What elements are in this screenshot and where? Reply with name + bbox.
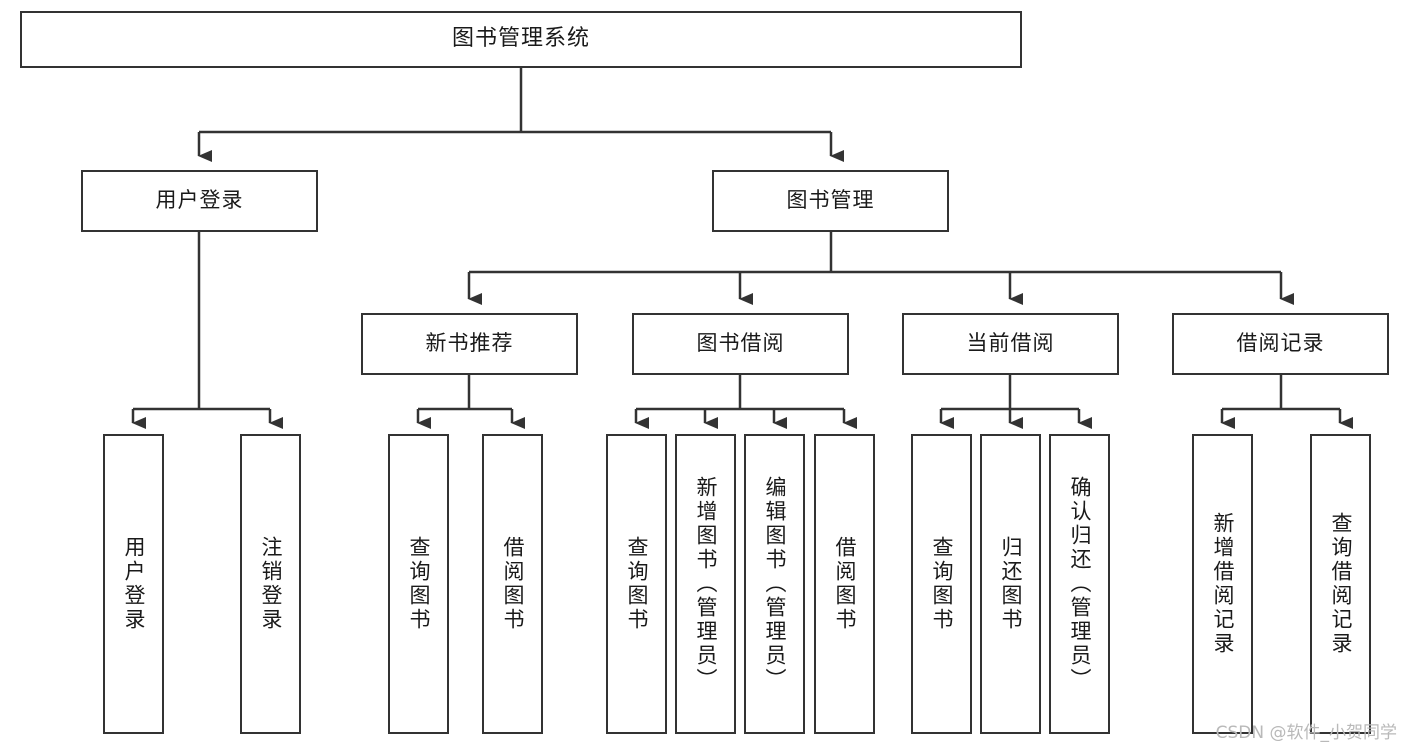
csdn-watermark: CSDN @软件_小贺同学 [1215, 723, 1397, 743]
node-leaf-borrow-book-1-label: 借阅图书 [501, 536, 526, 632]
node-leaf-logout-login[interactable]: 注销登录 [240, 434, 301, 734]
node-book-borrow[interactable]: 图书借阅 [632, 313, 849, 375]
node-leaf-add-record-label: 新增借阅记录 [1211, 512, 1236, 656]
node-leaf-query-book-2-label: 查询图书 [625, 536, 650, 632]
node-leaf-confirm-return-label: 确认归还（管理员） [1068, 476, 1093, 692]
node-leaf-borrow-book-2-label: 借阅图书 [833, 536, 858, 632]
node-leaf-user-login-label: 用户登录 [122, 536, 147, 632]
node-leaf-add-record[interactable]: 新增借阅记录 [1192, 434, 1253, 734]
node-leaf-query-book-1-label: 查询图书 [407, 536, 432, 632]
node-leaf-borrow-book-1[interactable]: 借阅图书 [482, 434, 543, 734]
node-leaf-add-book-label: 新增图书（管理员） [694, 476, 719, 692]
node-leaf-return-book-label: 归还图书 [999, 536, 1024, 632]
node-leaf-query-record[interactable]: 查询借阅记录 [1310, 434, 1371, 734]
node-current-borrow-label: 当前借阅 [966, 331, 1055, 356]
node-new-book-rec[interactable]: 新书推荐 [361, 313, 578, 375]
node-leaf-edit-book[interactable]: 编辑图书（管理员） [744, 434, 805, 734]
node-book-borrow-label: 图书借阅 [696, 331, 785, 356]
node-new-book-rec-label: 新书推荐 [425, 331, 514, 356]
node-leaf-confirm-return[interactable]: 确认归还（管理员） [1049, 434, 1110, 734]
node-book-manage[interactable]: 图书管理 [712, 170, 949, 232]
node-user-login[interactable]: 用户登录 [81, 170, 318, 232]
node-current-borrow[interactable]: 当前借阅 [902, 313, 1119, 375]
node-leaf-query-book-3-label: 查询图书 [930, 536, 955, 632]
node-leaf-edit-book-label: 编辑图书（管理员） [763, 476, 788, 692]
node-leaf-user-login[interactable]: 用户登录 [103, 434, 164, 734]
node-leaf-borrow-book-2[interactable]: 借阅图书 [814, 434, 875, 734]
node-root[interactable]: 图书管理系统 [20, 11, 1022, 68]
node-borrow-record[interactable]: 借阅记录 [1172, 313, 1389, 375]
node-root-label: 图书管理系统 [451, 26, 590, 52]
node-borrow-record-label: 借阅记录 [1236, 331, 1325, 356]
node-leaf-query-book-1[interactable]: 查询图书 [388, 434, 449, 734]
node-book-manage-label: 图书管理 [786, 188, 875, 213]
node-leaf-query-book-2[interactable]: 查询图书 [606, 434, 667, 734]
node-leaf-logout-login-label: 注销登录 [259, 536, 284, 632]
node-user-login-label: 用户登录 [155, 188, 244, 213]
node-leaf-query-book-3[interactable]: 查询图书 [911, 434, 972, 734]
node-leaf-return-book[interactable]: 归还图书 [980, 434, 1041, 734]
node-leaf-query-record-label: 查询借阅记录 [1329, 512, 1354, 656]
node-leaf-add-book[interactable]: 新增图书（管理员） [675, 434, 736, 734]
